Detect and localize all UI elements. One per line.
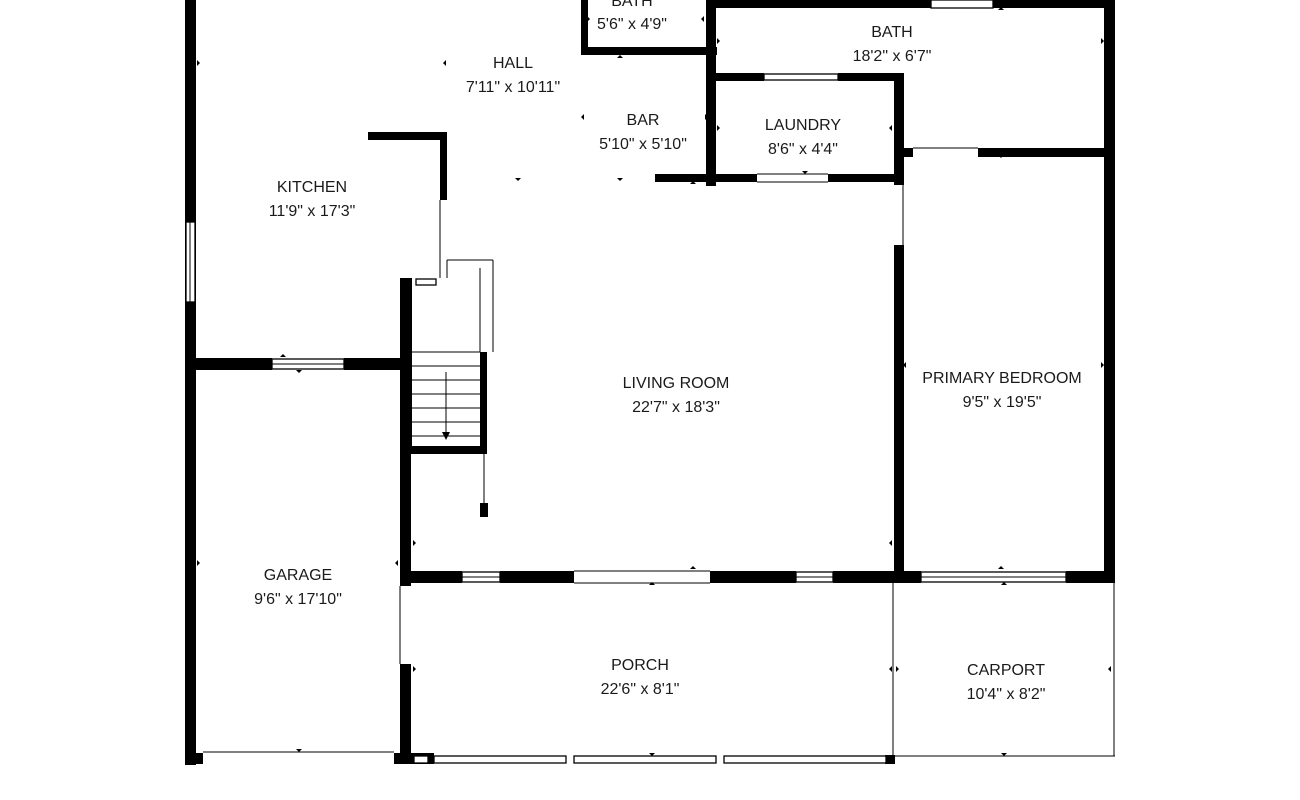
room-carport: CARPORT 10'4" x 8'2" (967, 662, 1046, 703)
room-dimensions: 11'9" x 17'3" (269, 203, 356, 220)
walls (185, 0, 1115, 765)
room-name: GARAGE (264, 567, 332, 584)
room-name: LIVING ROOM (623, 375, 730, 392)
room-dimensions: 7'11" x 10'11" (466, 79, 560, 96)
room-living-room: LIVING ROOM 22'7" x 18'3" (623, 375, 730, 416)
room-name: PRIMARY BEDROOM (922, 370, 1081, 387)
windows (185, 0, 1067, 764)
dimension-markers (197, 7, 1111, 756)
room-garage: GARAGE 9'6" x 17'10" (254, 567, 342, 608)
room-kitchen: KITCHEN 11'9" x 17'3" (269, 179, 356, 220)
room-name: CARPORT (967, 662, 1045, 679)
room-porch: PORCH 22'6" x 8'1" (601, 657, 680, 698)
room-name: BAR (627, 112, 660, 129)
room-laundry: LAUNDRY 8'6" x 4'4" (765, 117, 842, 158)
room-name: BATH (611, 0, 652, 10)
room-bath: BATH 18'2" x 6'7" (853, 24, 932, 65)
room-bath-small: BATH 5'6" x 4'9" (597, 0, 667, 33)
room-hall: HALL 7'11" x 10'11" (466, 55, 560, 96)
room-dimensions: 10'4" x 8'2" (967, 686, 1046, 703)
room-dimensions: 22'6" x 8'1" (601, 681, 680, 698)
room-name: HALL (493, 55, 533, 72)
room-dimensions: 9'6" x 17'10" (254, 591, 342, 608)
room-dimensions: 9'5" x 19'5" (963, 394, 1042, 411)
room-name: KITCHEN (277, 179, 347, 196)
room-dimensions: 8'6" x 4'4" (768, 141, 838, 158)
room-dimensions: 18'2" x 6'7" (853, 48, 932, 65)
room-dimensions: 5'6" x 4'9" (597, 16, 667, 33)
thin-lines (203, 147, 1115, 757)
room-name: PORCH (611, 657, 669, 674)
room-bar: BAR 5'10" x 5'10" (599, 112, 687, 153)
room-name: LAUNDRY (765, 117, 842, 134)
room-dimensions: 5'10" x 5'10" (599, 136, 687, 153)
room-dimensions: 22'7" x 18'3" (632, 399, 720, 416)
room-primary-bedroom: PRIMARY BEDROOM 9'5" x 19'5" (922, 370, 1081, 411)
room-name: BATH (871, 24, 912, 41)
